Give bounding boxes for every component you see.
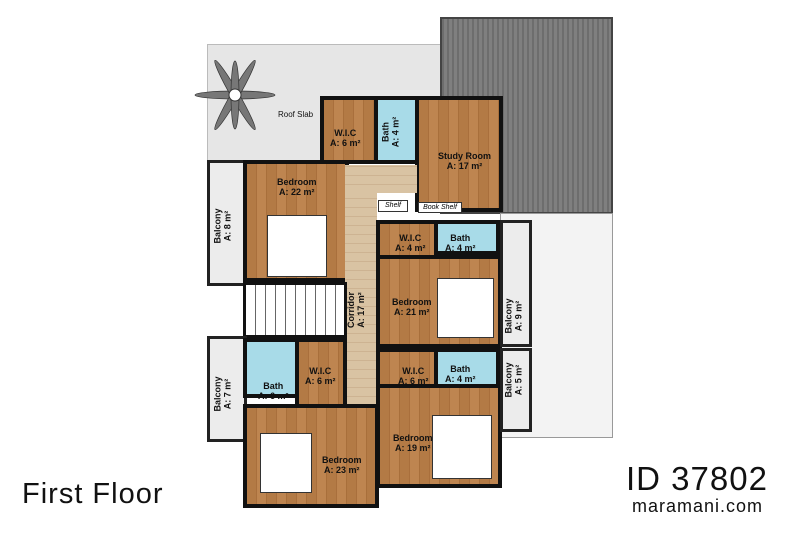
book-shelf: Book Shelf	[418, 202, 462, 213]
bed	[260, 433, 312, 493]
room-bath-top	[374, 96, 419, 164]
shelf: Shelf	[378, 200, 408, 212]
balcony-nw	[207, 160, 247, 286]
staircase	[243, 282, 347, 338]
corridor	[345, 165, 377, 423]
website-link[interactable]: maramani.com	[632, 496, 764, 516]
bed	[267, 215, 327, 277]
room-bath-e	[434, 220, 500, 255]
plan-id: ID 37802	[626, 460, 768, 497]
bed	[437, 278, 494, 338]
balcony-se	[500, 348, 532, 432]
corridor-landing	[345, 165, 417, 193]
plant-icon	[194, 59, 276, 131]
bed	[432, 415, 492, 479]
room-study	[415, 96, 503, 212]
balcony-e	[500, 220, 532, 347]
floor-title: First Floor	[22, 478, 164, 510]
room-bath-sw	[243, 338, 299, 398]
roof-slab-label: Roof Slab	[278, 110, 314, 119]
